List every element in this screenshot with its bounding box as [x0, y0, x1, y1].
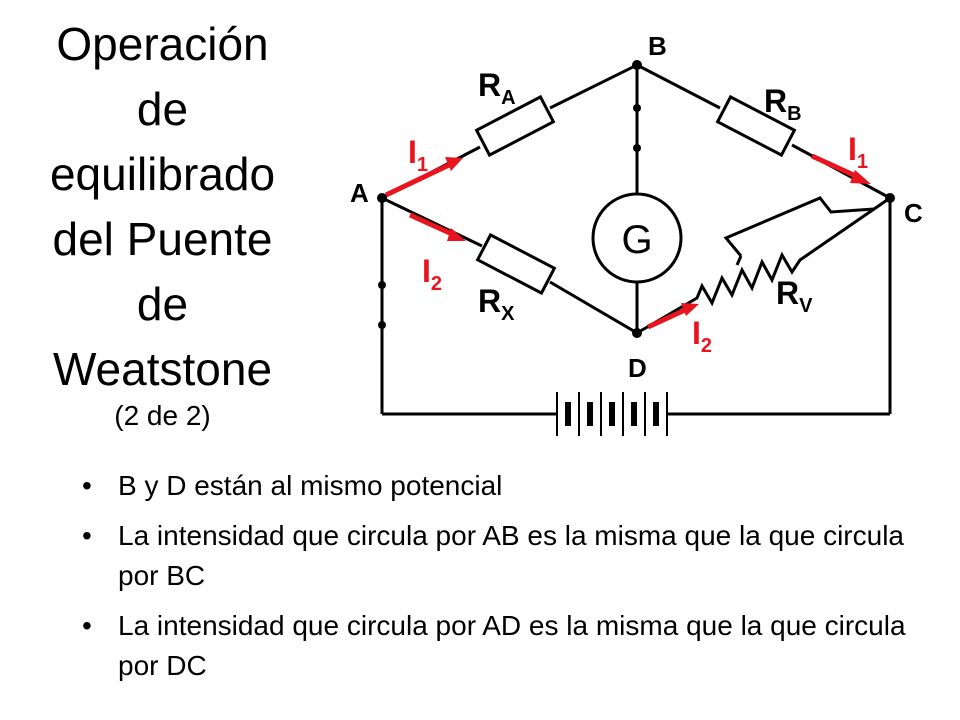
wire-a-d-2	[549, 280, 638, 335]
node-label-b: B	[648, 31, 667, 61]
wire-a-d-1	[381, 196, 483, 248]
bullet-dot: •	[82, 610, 92, 641]
node-label-d: D	[628, 353, 647, 383]
label-rx: RX	[478, 283, 515, 325]
node-a-dot	[377, 193, 387, 203]
battery	[556, 392, 668, 436]
slide-subtitle: (2 de 2)	[114, 400, 211, 431]
current-arrow-i1-left-shaft	[384, 162, 451, 198]
switch-contact	[633, 104, 641, 112]
node-label-a: A	[350, 178, 369, 208]
label-rv: RV	[776, 275, 813, 317]
resistor-rb	[715, 94, 797, 158]
bullet-dot: •	[82, 470, 92, 501]
bullet-text: La intensidad que circula por AB es la m…	[118, 520, 904, 591]
current-arrow-i2-right-shaft	[646, 307, 687, 330]
resistor-rv	[636, 196, 891, 335]
title-line: de	[136, 83, 189, 135]
title-line: de	[136, 278, 189, 330]
current-arrow-i2-left-head	[447, 228, 466, 241]
title-line: del Puente	[52, 213, 273, 265]
label-rb: RB	[764, 83, 802, 125]
galvanometer-label: G	[621, 218, 652, 262]
bullet-item: • B y D están al mismo potencial	[78, 466, 938, 506]
bullet-text: B y D están al mismo potencial	[118, 470, 503, 501]
wheatstone-bridge-diagram: B A C D G RA RB RX RV I1 I1 I2 I2	[350, 31, 923, 436]
current-arrow-i2-right-head	[681, 303, 699, 316]
wire-b-c-1	[636, 63, 721, 110]
switch-contact	[378, 281, 386, 289]
title-line: equilibrado	[49, 148, 276, 200]
rv-slider-tip	[735, 255, 743, 266]
label-i2-left: I2	[422, 253, 442, 295]
resistor-rx	[475, 232, 557, 296]
node-label-c: C	[904, 198, 923, 228]
label-ra: RA	[478, 67, 516, 109]
wire-a-b-2	[549, 63, 638, 110]
current-arrow-i1-right-head	[850, 170, 871, 184]
node-c-dot	[885, 193, 895, 203]
title-line: Operación	[56, 18, 269, 70]
label-i1-left: I1	[408, 134, 428, 176]
label-i2-right: I2	[692, 315, 712, 357]
current-arrow-i1-left-head	[445, 157, 463, 171]
switch-contact	[378, 321, 386, 329]
bullet-item: • La intensidad que circula por AD es la …	[78, 606, 938, 686]
current-arrow-i1-right-shaft	[810, 153, 860, 180]
current-arrow-i2-left-shaft	[408, 212, 454, 237]
node-b-dot	[632, 60, 642, 70]
resistor-ra	[474, 94, 556, 158]
slide-title: Operación de equilibrado del Puente de W…	[20, 12, 305, 402]
bullet-dot: •	[82, 520, 92, 551]
label-i1-right: I1	[848, 131, 868, 173]
bullet-list: • B y D están al mismo potencial • La inte…	[78, 466, 938, 696]
title-line: Weatstone	[52, 343, 273, 395]
node-d-dot	[632, 328, 642, 338]
switch-contact	[633, 144, 641, 152]
bullet-item: • La intensidad que circula por AB es la …	[78, 516, 938, 596]
rv-slider-arm	[723, 196, 875, 257]
bullet-text: La intensidad que circula por AD es la m…	[118, 610, 906, 681]
